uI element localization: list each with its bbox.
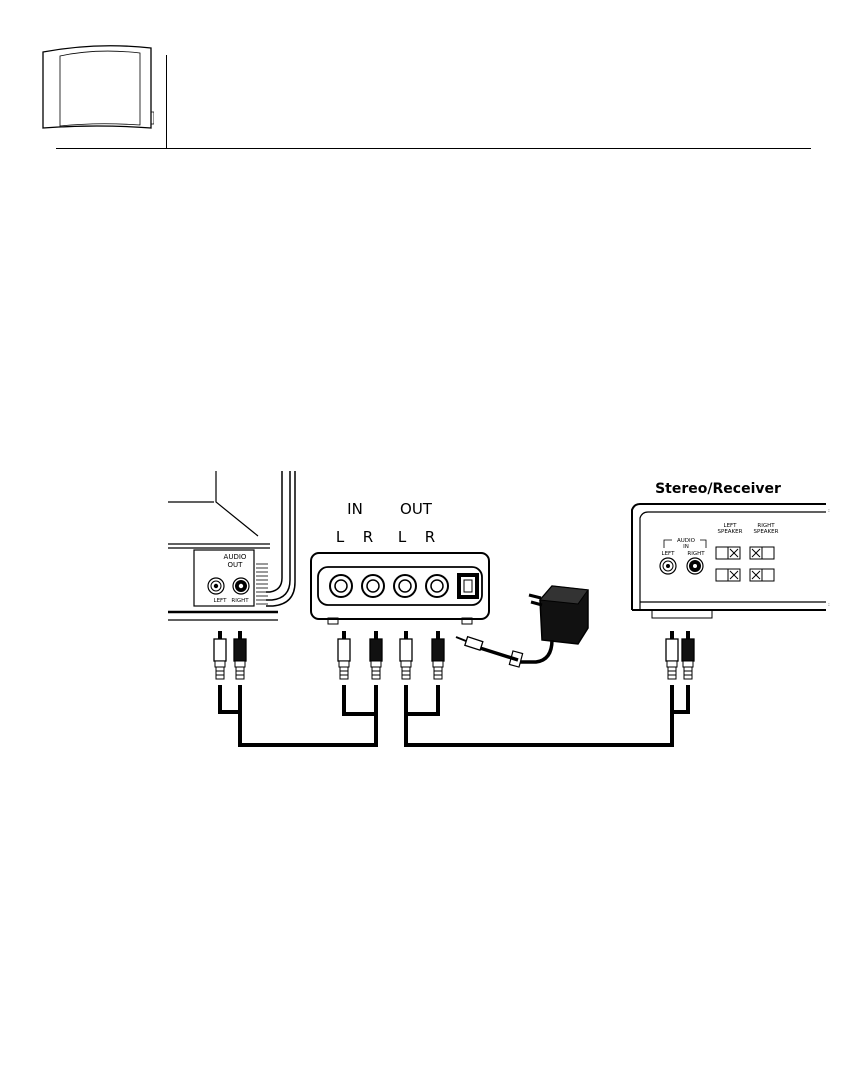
adapter-out-label: OUT [400, 500, 433, 518]
tv-audio-label-line1: AUDIO [224, 553, 247, 561]
connection-diagram: AUDIO OUT LEFT RIGHT IN OUT L R L R [0, 440, 867, 780]
rca-plug-tv-right [234, 631, 246, 679]
adapter-in-right-label: R [363, 528, 373, 546]
stereo-receiver: Stereo/Receiver : : AUDIO IN LEFT RIGHT … [632, 481, 830, 618]
receiver-right-jack [687, 558, 703, 574]
header-vertical-rule [166, 55, 167, 149]
adapter-power-jack [457, 573, 479, 599]
receiver-in-label: IN [683, 544, 689, 550]
tv-jack-left-label: LEFT [214, 598, 228, 604]
adapter-out-left-label: L [398, 528, 407, 546]
receiver-left-jack [660, 558, 676, 574]
rca-plug-adapter-out-left [400, 631, 412, 679]
rca-plug-tv-left [214, 631, 226, 679]
receiver-edge-mark-bottom: : [828, 602, 830, 608]
rca-cable-tv-to-adapter [220, 685, 376, 745]
tv-audio-label-line2: OUT [228, 561, 244, 569]
left-speaker-label-line2: SPEAKER [718, 529, 743, 535]
rca-plug-adapter-in-left [338, 631, 350, 679]
adapter-in-label: IN [347, 500, 363, 518]
rca-plug-adapter-out-right [432, 631, 444, 679]
tv-left-jack [208, 578, 224, 594]
tv-vent-grille [256, 564, 268, 604]
receiver-jack-left-label: LEFT [662, 551, 676, 557]
receiver-jack-right-label: RIGHT [687, 551, 705, 557]
right-speaker-terminals [750, 547, 774, 581]
adapter-out-right-label: R [425, 528, 435, 546]
receiver-edge-mark-top: : [828, 508, 830, 514]
right-speaker-label-line2: SPEAKER [754, 529, 779, 535]
tv-set: AUDIO OUT LEFT RIGHT [168, 471, 295, 620]
adapter-in-left-label: L [336, 528, 345, 546]
tv-right-jack [233, 578, 249, 594]
rca-plug-adapter-in-right [370, 631, 382, 679]
rca-cable-adapter-to-receiver [406, 685, 688, 745]
rca-plug-receiver-right [682, 631, 694, 679]
receiver-title: Stereo/Receiver [655, 481, 781, 497]
left-speaker-terminals [716, 547, 740, 581]
document-tab-icon [40, 42, 154, 136]
header-horizontal-rule [56, 148, 811, 149]
tv-jack-right-label: RIGHT [231, 598, 249, 604]
rca-plug-receiver-left [666, 631, 678, 679]
audio-adapter: IN OUT L R L R [311, 500, 489, 624]
